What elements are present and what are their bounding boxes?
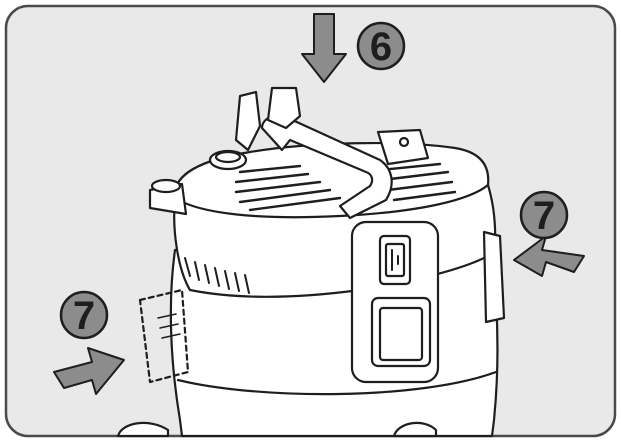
hook-knob [150,178,182,194]
step-badge-right: 7 [519,190,569,240]
right-arrow-icon [53,347,125,395]
vacuum-illustration [116,86,506,438]
direction-arrows [53,13,585,395]
left-arrow-icon [513,235,585,277]
clip-grip-marks [157,313,181,339]
down-arrow-icon [301,13,347,83]
caster-left [116,421,170,438]
step-badge-top: 6 [356,21,406,71]
step-number-left: 7 [73,294,95,338]
right-clip [482,230,506,324]
vent-slots [234,162,457,212]
step-badge-left: 7 [59,290,109,340]
power-switch-icon [384,242,406,278]
socket-cover [378,306,424,362]
lid-button-cap [214,150,242,164]
latch-screw [398,136,410,148]
handle-post-right [266,86,302,130]
caster-right [392,421,438,438]
left-clip-hidden [138,288,190,384]
handle-post [234,90,262,152]
step-number-right: 7 [533,194,555,238]
side-ribs [184,257,250,294]
step-number-top: 6 [370,25,392,69]
container-band [176,370,498,396]
